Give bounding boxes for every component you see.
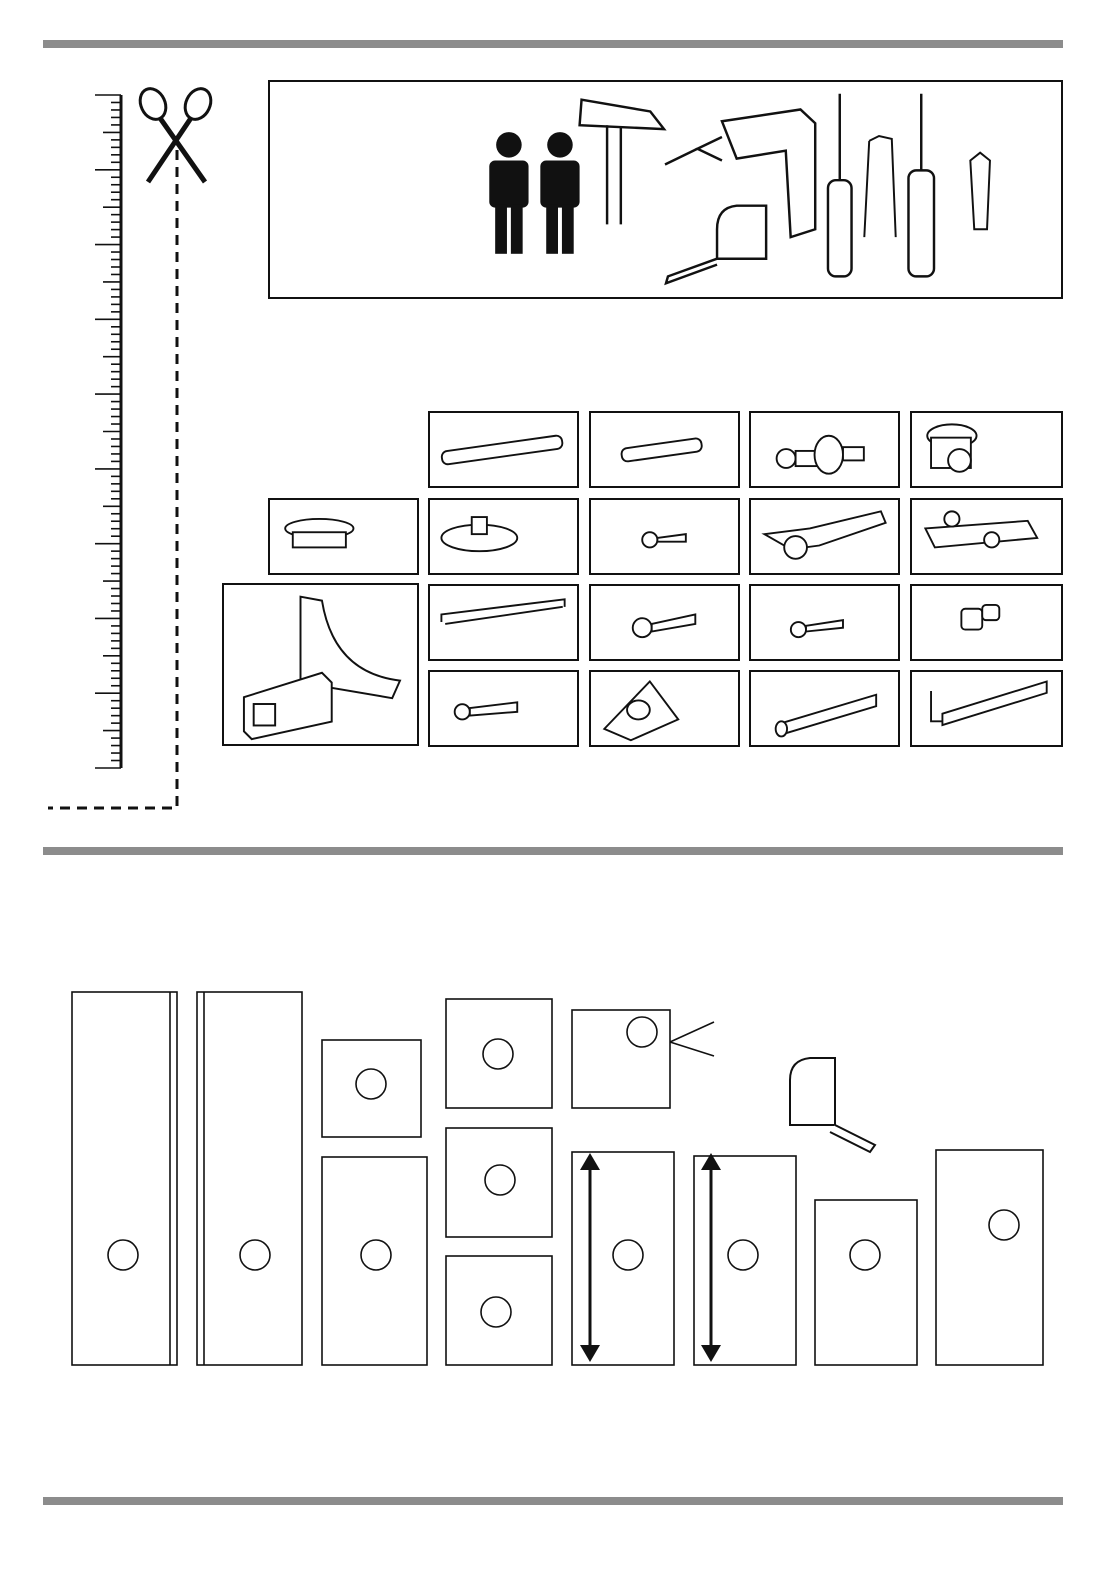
side-panel-left	[72, 992, 177, 1365]
door-panel-3	[815, 1200, 917, 1365]
back-panel	[936, 1150, 1043, 1365]
tape-measure-icon	[790, 1058, 875, 1152]
side-panel-right	[197, 992, 302, 1365]
